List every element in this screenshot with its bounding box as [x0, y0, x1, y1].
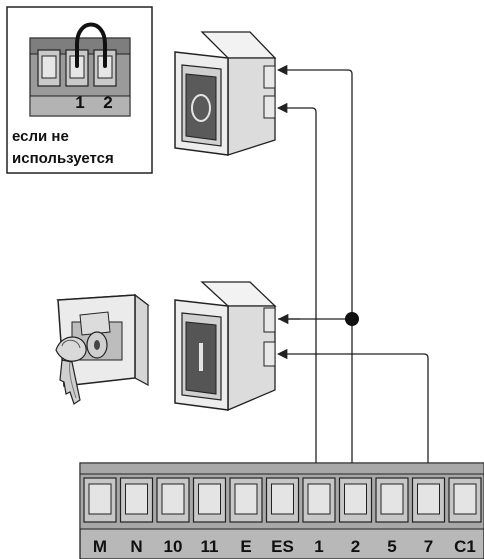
terminal-screw-7 — [417, 483, 440, 515]
inset-terminal-2: 2 — [103, 93, 112, 112]
terminal-screw-n — [125, 483, 148, 515]
terminal-screw-11 — [198, 483, 221, 515]
wire-terminal-2 — [276, 64, 358, 480]
inset-caption-line1: если не — [12, 128, 69, 145]
wires — [276, 64, 434, 480]
terminal-screw-10 — [161, 483, 185, 515]
terminal-label-es: ES — [271, 537, 294, 556]
terminal-label-10: 10 — [164, 537, 183, 556]
terminal-label-m: M — [93, 537, 107, 556]
wire-terminal-7 — [276, 348, 434, 480]
inset-terminal-1: 1 — [75, 93, 84, 112]
terminal-screw-c1 — [453, 483, 477, 515]
terminal-label-11: 11 — [201, 537, 219, 556]
terminal-label-5: 5 — [387, 537, 396, 556]
terminal-label-7: 7 — [424, 537, 433, 556]
wire-terminal-1 — [276, 102, 322, 480]
jumper-wire — [75, 22, 107, 68]
terminal-label-c1: C1 — [454, 537, 476, 556]
key-icon — [55, 331, 108, 405]
terminal-screw-es — [271, 483, 294, 515]
stop-button-device — [174, 31, 277, 156]
junction-dot — [345, 312, 359, 326]
terminal-label-2: 2 — [351, 537, 360, 556]
terminal-block: M N 10 11 E ES 1 2 5 7 C1 — [79, 462, 484, 559]
terminal-label-n: N — [130, 537, 142, 556]
terminal-screw-5 — [380, 483, 404, 515]
bar-icon — [199, 343, 203, 371]
circle-icon — [191, 94, 211, 122]
terminal-screw-e — [234, 483, 258, 515]
terminal-label-e: E — [240, 537, 251, 556]
key-switch-device — [55, 293, 150, 405]
terminal-screw-m — [88, 483, 112, 515]
terminal-screw-1 — [307, 483, 331, 515]
jumper-inset: 1 2 если не используется — [6, 6, 153, 174]
terminal-label-1: 1 — [314, 537, 323, 556]
terminal-screw-2 — [344, 483, 367, 515]
open-button-device — [174, 281, 277, 411]
inset-caption-line2: используется — [12, 150, 114, 167]
